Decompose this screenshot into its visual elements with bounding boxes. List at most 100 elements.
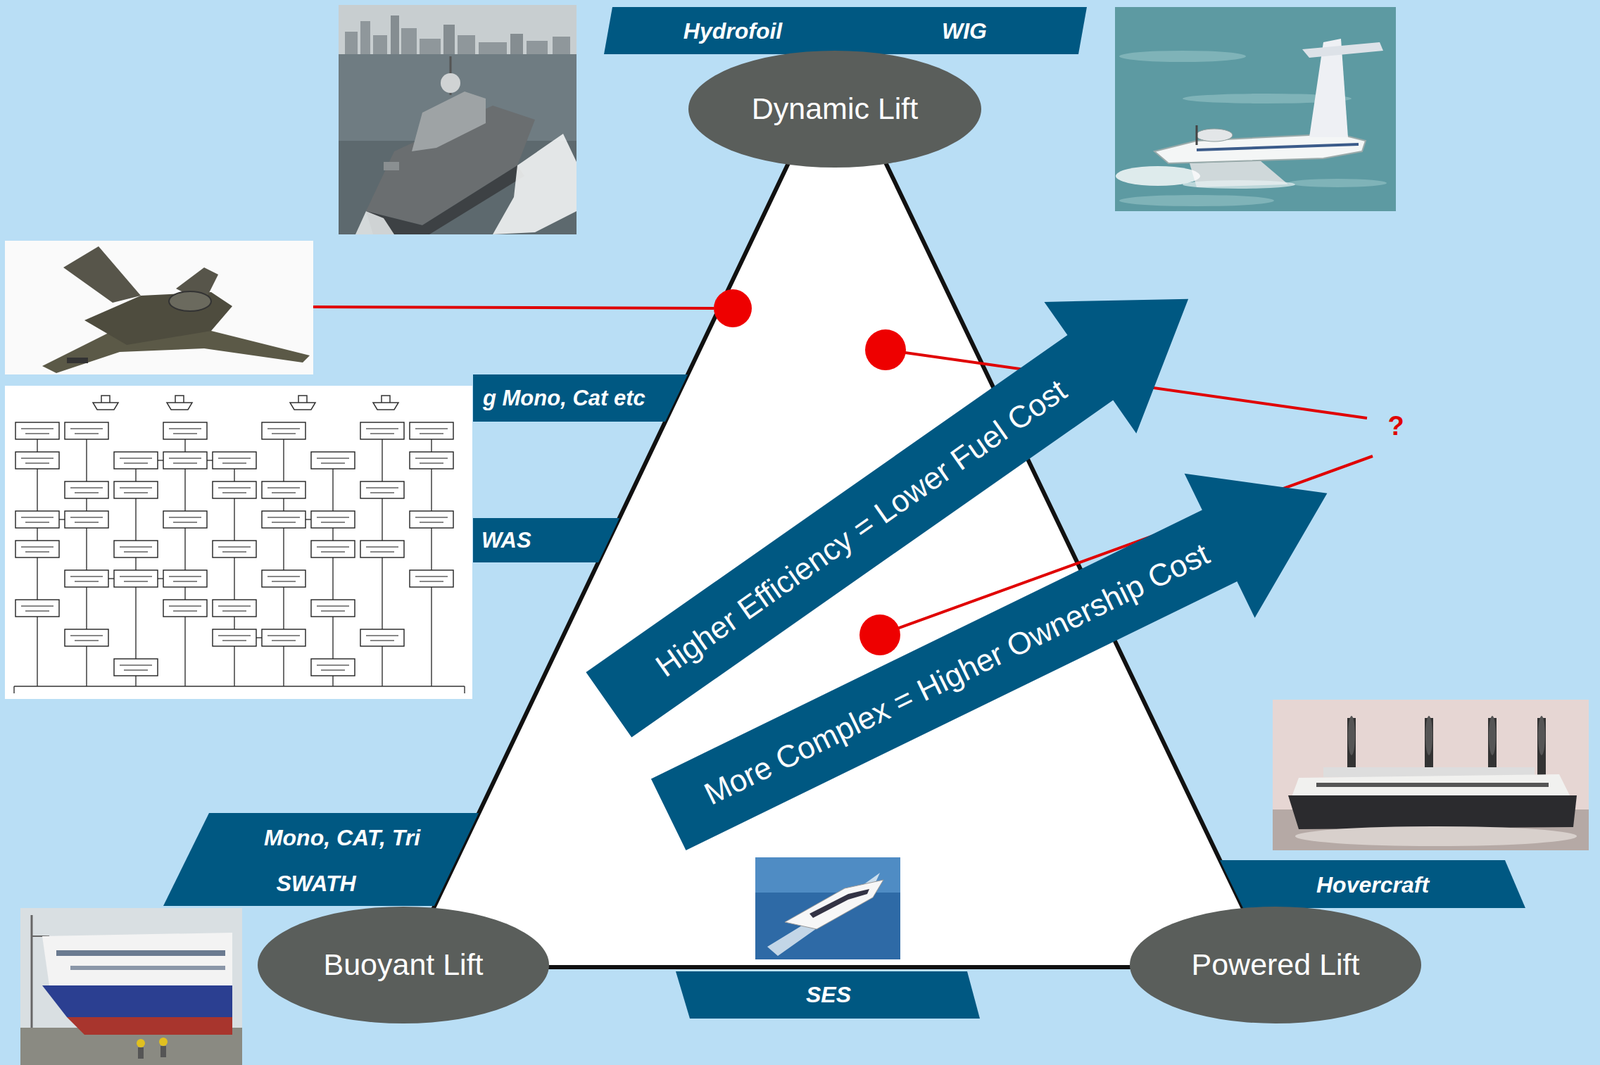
flowchart-image: [74, 492, 99, 494]
flowchart-image: [370, 551, 395, 553]
flowchart-image: [316, 664, 350, 666]
flowchart-image: [135, 675, 136, 687]
ellipse-shape: [688, 50, 982, 168]
flowchart-image: [360, 629, 405, 647]
flowchart-image: [222, 639, 247, 642]
flowchart-image: [135, 498, 136, 541]
flowchart-image: [70, 427, 103, 430]
flowchart-image: [218, 605, 251, 607]
flowchart-image: [123, 551, 148, 553]
banner-text: WAS: [481, 527, 532, 554]
flowchart-image: [74, 639, 99, 642]
flowchart-image: [282, 498, 284, 512]
flowchart-image: [163, 451, 207, 469]
flowchart-image: [332, 468, 333, 512]
flowchart-image: [163, 422, 207, 440]
category-banner: g Mono, Cat etc: [473, 374, 688, 422]
flowchart-image: [261, 570, 306, 588]
flowchart-image: [212, 599, 257, 617]
flowchart-image: [114, 481, 158, 499]
flowchart-image: [212, 599, 257, 617]
flowchart-image: [21, 546, 54, 548]
flowchart-image: [36, 616, 38, 687]
flowchart-image: [36, 468, 38, 512]
flowchart-image: [311, 451, 355, 469]
flowchart-image: [290, 395, 316, 410]
flowchart-image: [233, 498, 235, 541]
flowchart-image: [173, 610, 198, 612]
flowchart-image: [212, 629, 257, 647]
lift-name: Buoyant Lift: [323, 947, 483, 982]
flowchart-image: [360, 481, 405, 499]
hovercraft-photo: [1272, 699, 1589, 851]
flowchart-image: [316, 546, 350, 548]
ses-photo: [755, 857, 901, 960]
flowchart-image: [316, 605, 350, 607]
flowchart-image: [409, 511, 454, 528]
banner-shape: [473, 374, 688, 422]
flowchart-image: [366, 487, 399, 489]
flowchart-image: [14, 685, 465, 687]
flowchart-image: [85, 646, 87, 687]
hydrofoil-photo: [492, 133, 577, 235]
flowchart-image: [184, 616, 186, 687]
hovercraft-photo: [1272, 699, 1589, 851]
flowchart-image: [430, 527, 432, 571]
flowchart-image: [114, 481, 158, 499]
flowchart-image: [85, 439, 87, 482]
catamaran-photo: [136, 1038, 146, 1048]
wig-photo: [1195, 128, 1233, 142]
catamaran-photo: [160, 1046, 167, 1058]
flowchart-image: [15, 451, 60, 469]
flowchart-image: [114, 451, 158, 469]
flowchart-image: [114, 570, 158, 588]
flowchart-image: [409, 511, 454, 528]
flowchart-image: [311, 511, 355, 528]
flowchart-image: [15, 422, 60, 440]
flowchart-image: [119, 546, 153, 548]
flowchart-image: [21, 427, 54, 430]
flowchart-image: [163, 511, 207, 528]
flowchart-image: [311, 599, 355, 617]
hydrofoil-photo: [419, 38, 441, 55]
catamaran-photo: [20, 908, 243, 1065]
flowchart-image: [381, 646, 383, 687]
flowchart-image: [21, 457, 54, 459]
callout-dots: [859, 614, 901, 656]
flowchart-image: [70, 634, 103, 637]
catamaran-photo: [137, 1047, 144, 1059]
flowchart-image: [15, 451, 60, 469]
flowchart-image: [135, 468, 136, 482]
flowchart-image: [25, 521, 50, 524]
flowchart-image: [233, 646, 235, 687]
flowchart-image: [123, 492, 148, 494]
flowchart-image: [282, 527, 284, 571]
flowchart-image: [123, 669, 148, 671]
flowchart-image: [85, 498, 87, 512]
hovercraft-photo: [1291, 774, 1570, 797]
catamaran-photo: [42, 932, 233, 986]
category-banner: HydrofoilWIG: [603, 7, 1087, 55]
flowchart-image: [282, 439, 284, 482]
wig-photo: [1119, 194, 1275, 207]
flowchart-image: [119, 457, 153, 459]
flowchart-image: [430, 439, 432, 452]
flowchart-image: [25, 462, 50, 464]
flowchart-image: [168, 516, 202, 519]
flowchart-image: [409, 451, 454, 469]
flowchart-image: [271, 580, 296, 583]
flowchart-image: [21, 516, 54, 519]
flowchart-image: [267, 634, 300, 637]
flowchart-image: [311, 540, 355, 558]
flowchart-image: [419, 432, 444, 435]
flowchart-image: [74, 580, 99, 583]
flowchart-image: [64, 570, 109, 588]
ellipse-shape: [1129, 906, 1422, 1024]
flowchart-image: [311, 451, 355, 469]
flowchart-image: [119, 575, 153, 578]
flowchart-image: [381, 557, 383, 630]
flowchart-image: [311, 540, 355, 558]
flowchart-image: [21, 605, 54, 607]
flowchart-image: [332, 675, 333, 687]
flowchart-image: [419, 580, 444, 583]
